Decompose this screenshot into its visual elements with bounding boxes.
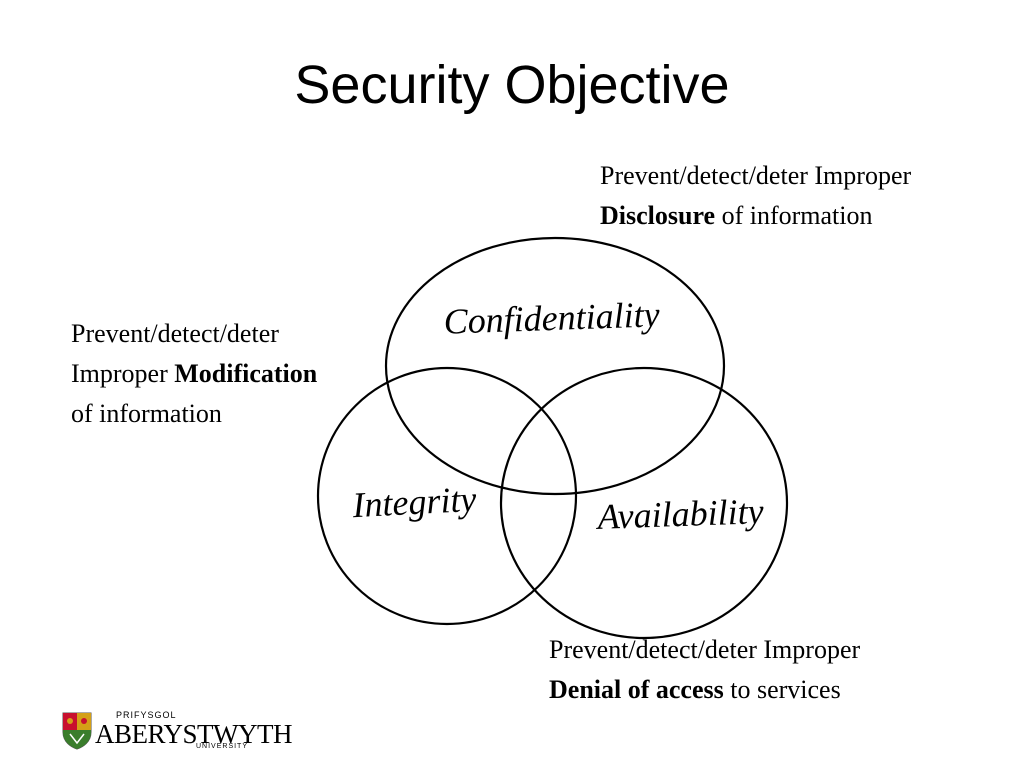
modification-line-2: Improper Modification [71,354,317,394]
university-crest-icon [62,712,92,750]
denial-line-2: Denial of access to services [549,670,860,710]
integrity-label: Integrity [350,479,477,525]
availability-label: Availability [595,491,764,537]
denial-bold: Denial of access [549,675,724,704]
disclosure-rest: of information [715,201,873,230]
modification-pre: Improper [71,359,175,388]
integrity-circle [316,366,578,626]
availability-circle [499,366,789,640]
disclosure-line-2: Disclosure of information [600,196,911,236]
modification-line-1: Prevent/detect/deter [71,319,279,348]
page-title: Security Objective [294,55,730,115]
denial-line-1: Prevent/detect/deter Improper [549,635,861,664]
university-logo: PRIFYSGOL ABERYSTWYTH UNIVERSITY [62,710,293,755]
confidentiality-circle [384,236,726,496]
disclosure-line-1: Prevent/detect/deter Improper [600,161,912,190]
modification-line-3: of information [71,399,222,428]
denial-rest: to services [723,675,841,704]
confidentiality-label: Confidentiality [443,294,660,342]
modification-bold: Modification [174,359,318,388]
denial-annotation: Prevent/detect/deter Improper Denial of … [549,630,860,710]
logo-bottom-text: UNIVERSITY [196,743,249,750]
disclosure-bold: Disclosure [600,201,716,230]
logo-main-text: ABERYSTWYTH [95,719,293,749]
modification-annotation: Prevent/detect/deter Improper Modificati… [71,314,317,434]
logo-top-text: PRIFYSGOL [116,710,177,720]
disclosure-annotation: Prevent/detect/deter Improper Disclosure… [600,156,911,236]
